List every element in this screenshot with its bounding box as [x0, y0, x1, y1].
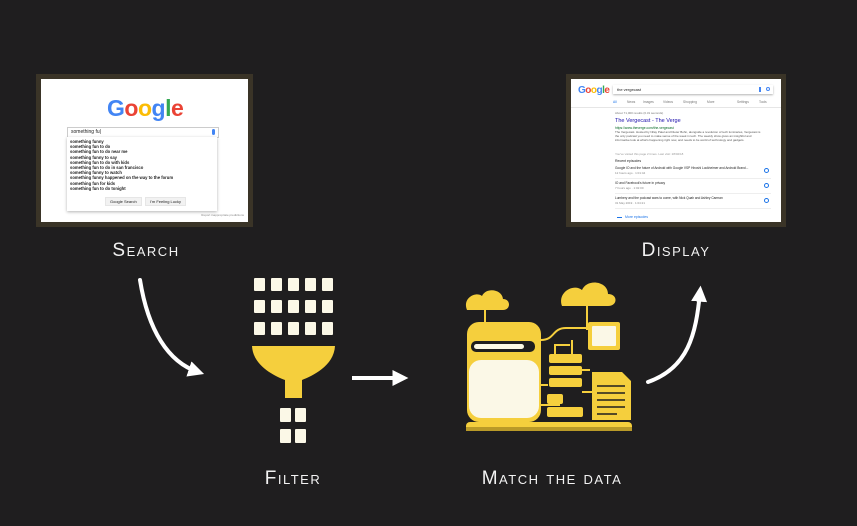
episode-title: IO and Facebook's future in privacy: [615, 181, 666, 185]
results-tab[interactable]: More: [707, 100, 715, 104]
result-url: https://www.theverge.com/the-vergecast: [615, 126, 674, 130]
suggestion-item[interactable]: something fun to do in san francisco: [70, 165, 144, 170]
suggestion-item[interactable]: something fun to do: [70, 144, 111, 150]
match-data-icon: [465, 282, 632, 431]
mic-icon[interactable]: [759, 87, 761, 92]
mic-icon[interactable]: [212, 129, 215, 135]
suggestion-item[interactable]: something funny to watch: [70, 170, 122, 176]
suggestion-item[interactable]: something funny happened on the way to t…: [70, 175, 174, 181]
arrow-search-to-filter: [138, 278, 205, 377]
suggestion-item[interactable]: something fun to do with kids: [70, 159, 130, 165]
suggestion-item[interactable]: something funny to say: [70, 154, 117, 160]
results-tab[interactable]: Tools: [759, 100, 767, 104]
display-step-label: Display: [641, 240, 711, 261]
report-text[interactable]: Report inappropriate predictions: [201, 213, 244, 217]
play-icon[interactable]: [764, 168, 769, 173]
search-query: something fu|: [71, 129, 101, 135]
suggestion-item[interactable]: something fun to do tonight: [70, 185, 126, 191]
results-tab[interactable]: Images: [643, 100, 654, 104]
more-arrow-icon: [617, 217, 622, 218]
filter-icon: [252, 278, 335, 443]
suggestion-item[interactable]: something fun for kids: [70, 180, 116, 186]
result-count: About 71,000 results (0.31 seconds): [615, 111, 664, 115]
results-tab[interactable]: News: [627, 100, 636, 104]
play-icon[interactable]: [764, 198, 769, 203]
results-tab[interactable]: Settings: [737, 100, 749, 104]
suggestion-item[interactable]: something funny: [70, 139, 104, 144]
results-search-box[interactable]: the vergecast: [613, 85, 773, 94]
results-tabs: All News Images Videos Shopping More Settings T…: [613, 100, 781, 106]
more-episodes-link[interactable]: More episodes: [625, 215, 648, 219]
display-screenshot: Google the vergecast All News Images Videos…: [566, 74, 786, 227]
episode-row[interactable]: Lumbery and the podcast wars to come, wi…: [615, 195, 771, 209]
result-snippet: The Vergecast. Hosted by Nilay Patel and…: [615, 131, 761, 142]
match-step-label: Match the data: [481, 468, 623, 489]
result-title-link[interactable]: The Vergecast - The Verge: [615, 118, 681, 124]
results-tab[interactable]: All: [613, 100, 617, 104]
visited-note: You've visited this page 2 times. Last v…: [615, 152, 684, 156]
play-icon[interactable]: [764, 183, 769, 188]
search-icon[interactable]: [766, 87, 770, 91]
filter-step-label: Filter: [264, 468, 322, 489]
feeling-lucky-button[interactable]: I'm Feeling Lucky: [145, 197, 186, 206]
results-query: the vergecast: [617, 87, 642, 92]
suggestion-item[interactable]: something fun to do near me: [70, 149, 128, 155]
episode-meta: 31 May 2019 · 1:04:21: [615, 201, 646, 205]
google-logo-small: Google: [578, 85, 610, 96]
google-search-button[interactable]: Google Search: [105, 197, 142, 206]
episode-title: Lumbery and the podcast wars to come, wi…: [615, 196, 723, 200]
episode-meta: 12 hours ago · 1:01:44: [615, 171, 646, 175]
google-logo: Google: [107, 95, 184, 121]
arrow-match-to-display: [646, 285, 708, 384]
search-step-label: Search: [112, 240, 180, 261]
recent-heading: Recent episodes: [615, 159, 642, 163]
display-screen: Google the vergecast All News Images Videos…: [571, 79, 781, 222]
results-tab[interactable]: Videos: [663, 100, 674, 104]
episode-meta: 7 hours ago · 1:02:00: [615, 186, 644, 190]
results-tab[interactable]: Shopping: [683, 100, 697, 104]
episode-title: Google IO and the future of Android with…: [615, 166, 749, 170]
episode-row[interactable]: Google IO and the future of Android with…: [615, 165, 771, 179]
